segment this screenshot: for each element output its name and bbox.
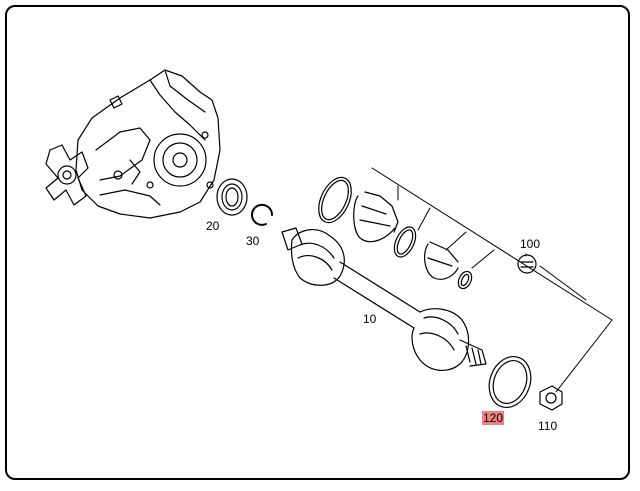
drive-shaft-10 [281,227,487,371]
boot-kit-parts [318,176,473,290]
part-label-30[interactable]: 30 [246,234,260,248]
clamp-100 [517,254,537,274]
circlip-30 [251,203,274,226]
drive-flange [45,144,89,206]
nut-110 [539,385,563,411]
part-label-110[interactable]: 110 [538,419,558,433]
differential-housing [75,69,221,219]
ring-120 [488,356,532,408]
diagram-frame [5,5,630,480]
leader-lines [371,167,613,393]
seal-20 [216,178,248,216]
part-label-100[interactable]: 100 [520,237,541,251]
part-label-20[interactable]: 20 [206,219,220,233]
part-label-10[interactable]: 10 [363,312,377,326]
part-label-120[interactable]: 120 [482,411,505,425]
